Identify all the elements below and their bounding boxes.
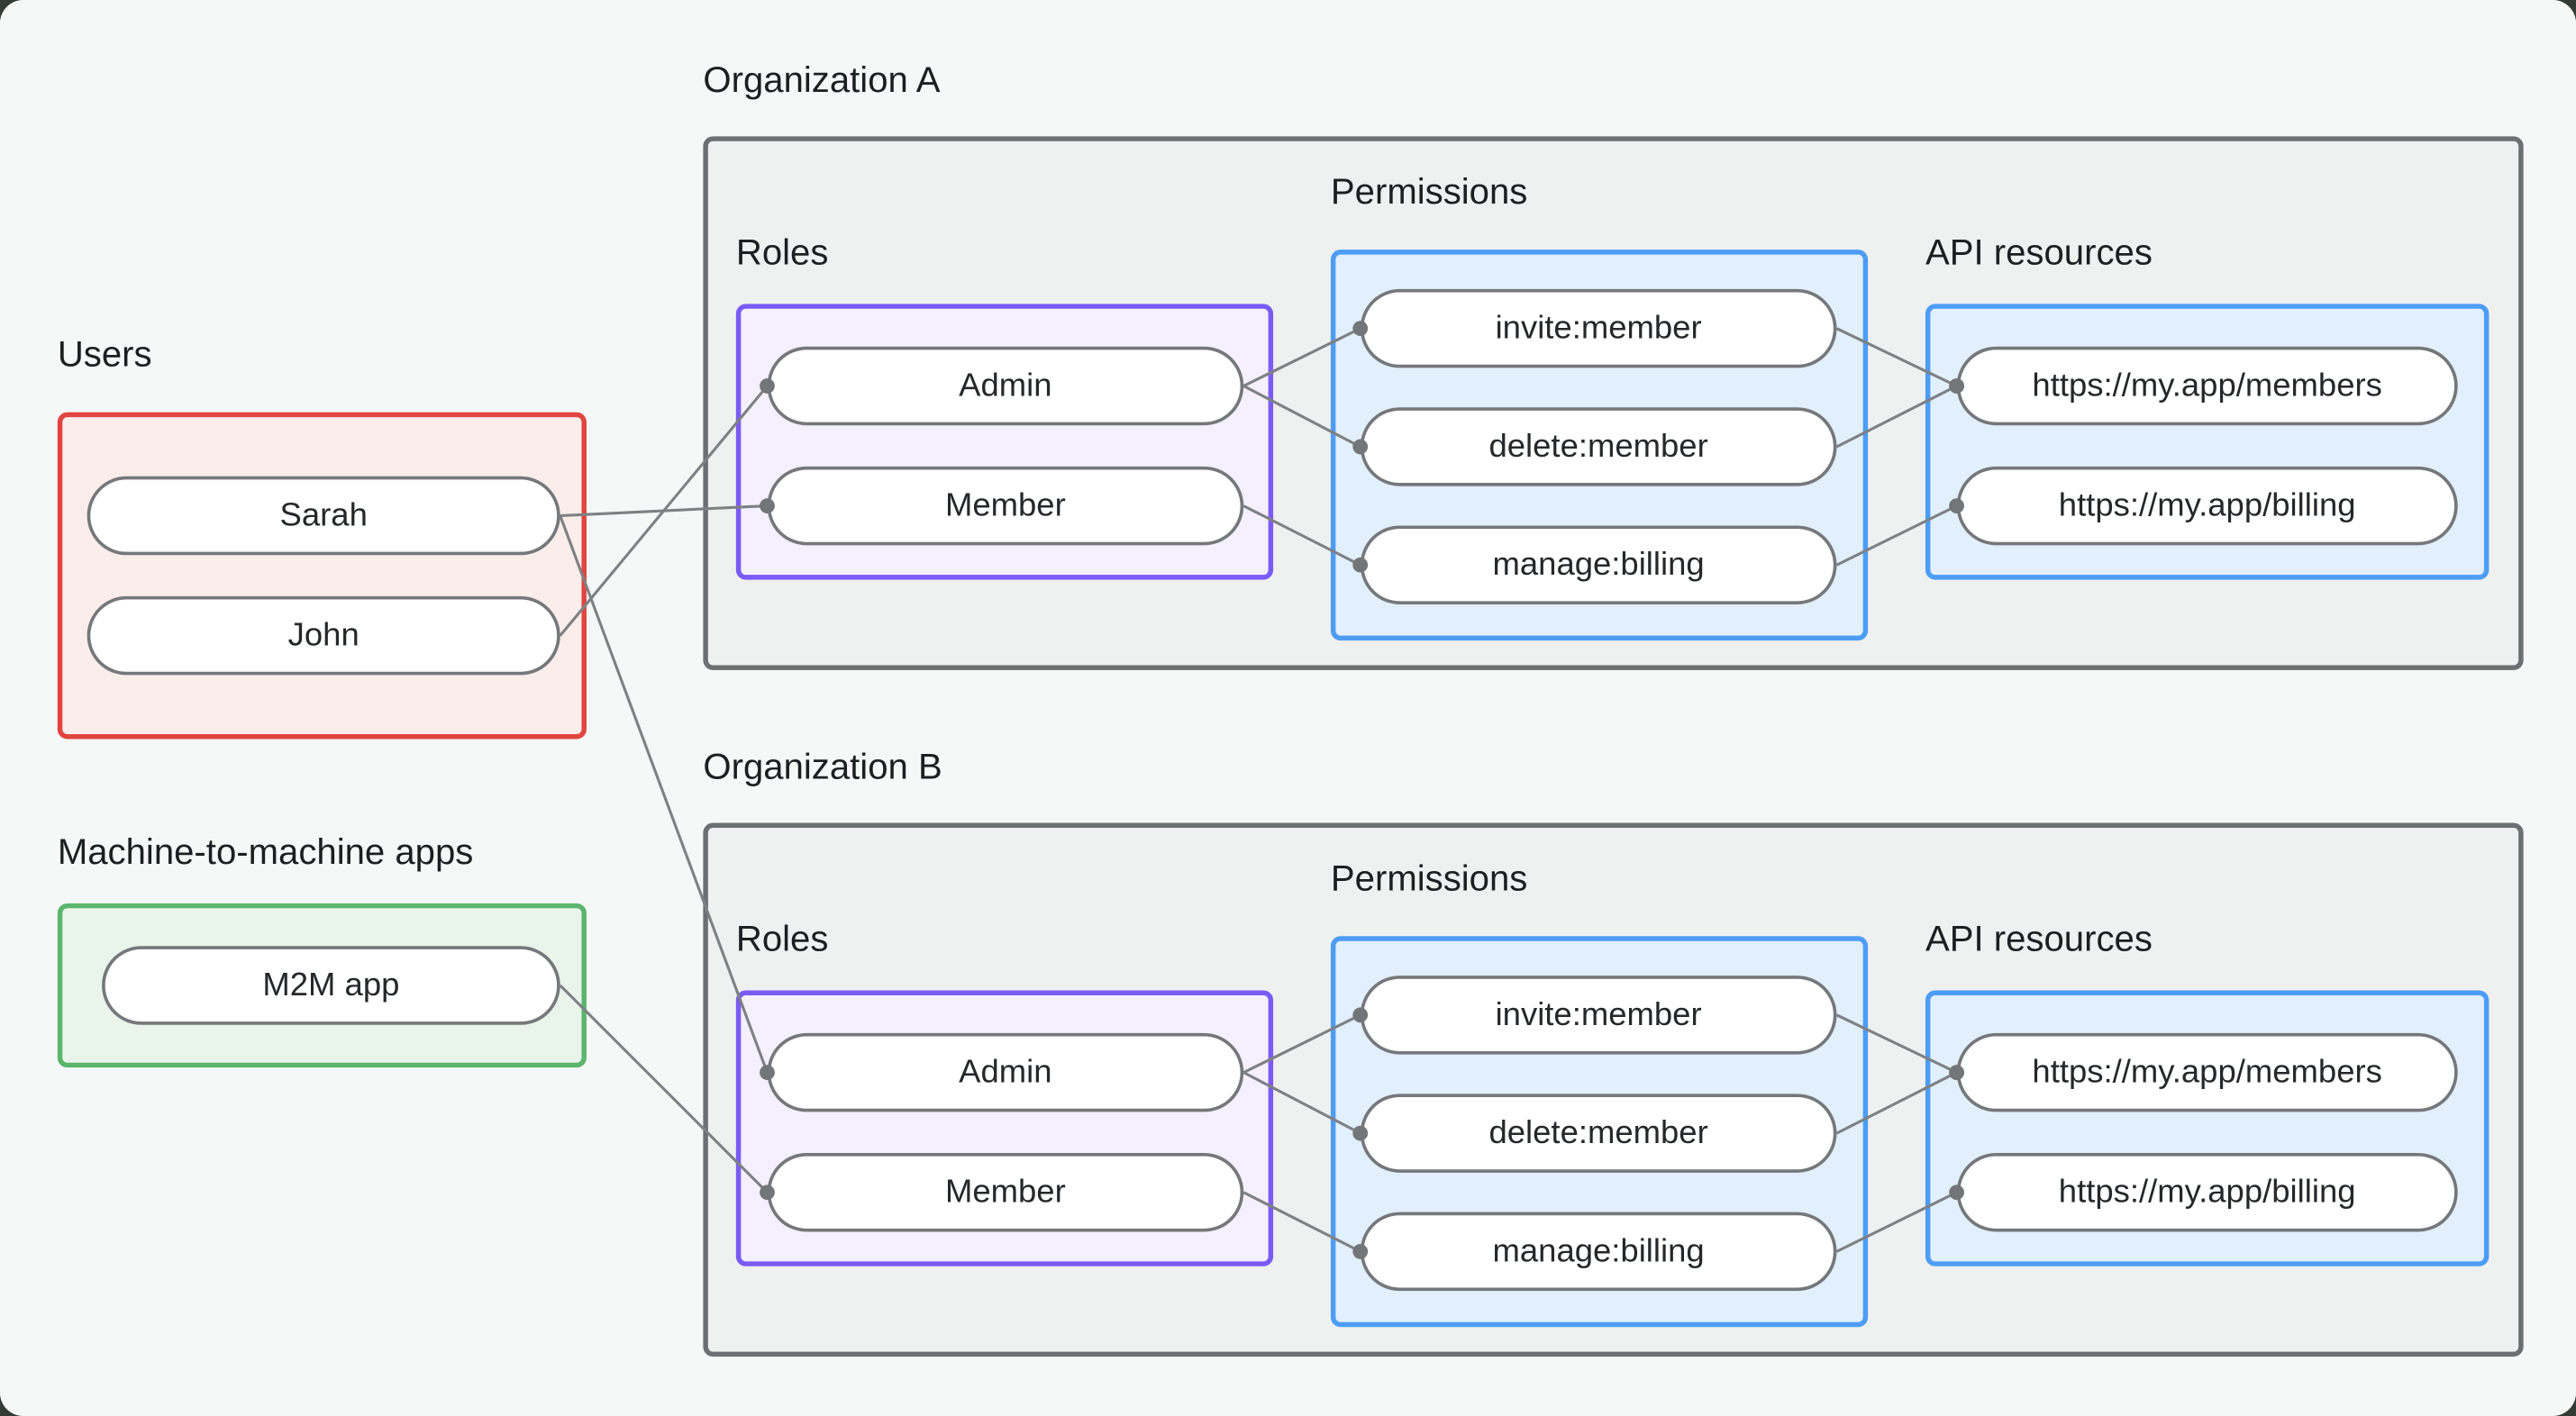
m2m-app-node: M2M app (102, 946, 560, 1025)
org-b-role-node-admin: Admin (767, 1032, 1244, 1112)
users-group-box (57, 412, 587, 740)
org-a-permission-node-invite-member: invite:member (1360, 288, 1837, 368)
org-b-permission-node-delete-member: delete:member (1360, 1094, 1837, 1173)
org-b-roles-label: Roles (735, 918, 829, 959)
org-b-permissions-label: Permissions (1330, 857, 1528, 899)
user-node-sarah: Sarah (86, 476, 560, 556)
org-b-title: Organization B (703, 745, 942, 787)
org-b-permission-node-manage-billing: manage:billing (1360, 1212, 1837, 1292)
org-a-permission-node-manage-billing: manage:billing (1360, 525, 1837, 604)
org-a-title: Organization A (703, 59, 941, 101)
org-a-api-resources-label: API resources (1925, 231, 2153, 273)
org-b-permission-node-invite-member: invite:member (1360, 976, 1837, 1055)
org-a-role-node-admin: Admin (767, 346, 1244, 426)
org-b-role-node-member: Member (767, 1152, 1244, 1232)
org-b-api-node-members-url: https://my.app/members (1956, 1032, 2458, 1112)
org-a-role-node-member: Member (767, 466, 1244, 546)
org-a-permission-node-delete-member: delete:member (1360, 407, 1837, 486)
org-a-permissions-label: Permissions (1330, 170, 1528, 213)
user-node-john: John (86, 595, 560, 676)
m2m-apps-group-label: Machine-to-machine apps (57, 831, 474, 873)
org-a-api-node-members-url: https://my.app/members (1956, 346, 2458, 426)
org-a-api-node-billing-url: https://my.app/billing (1956, 466, 2458, 546)
users-group-label: Users (57, 333, 152, 375)
org-a-roles-label: Roles (735, 231, 829, 273)
org-b-api-node-billing-url: https://my.app/billing (1956, 1152, 2458, 1232)
org-b-api-resources-label: API resources (1925, 918, 2153, 959)
